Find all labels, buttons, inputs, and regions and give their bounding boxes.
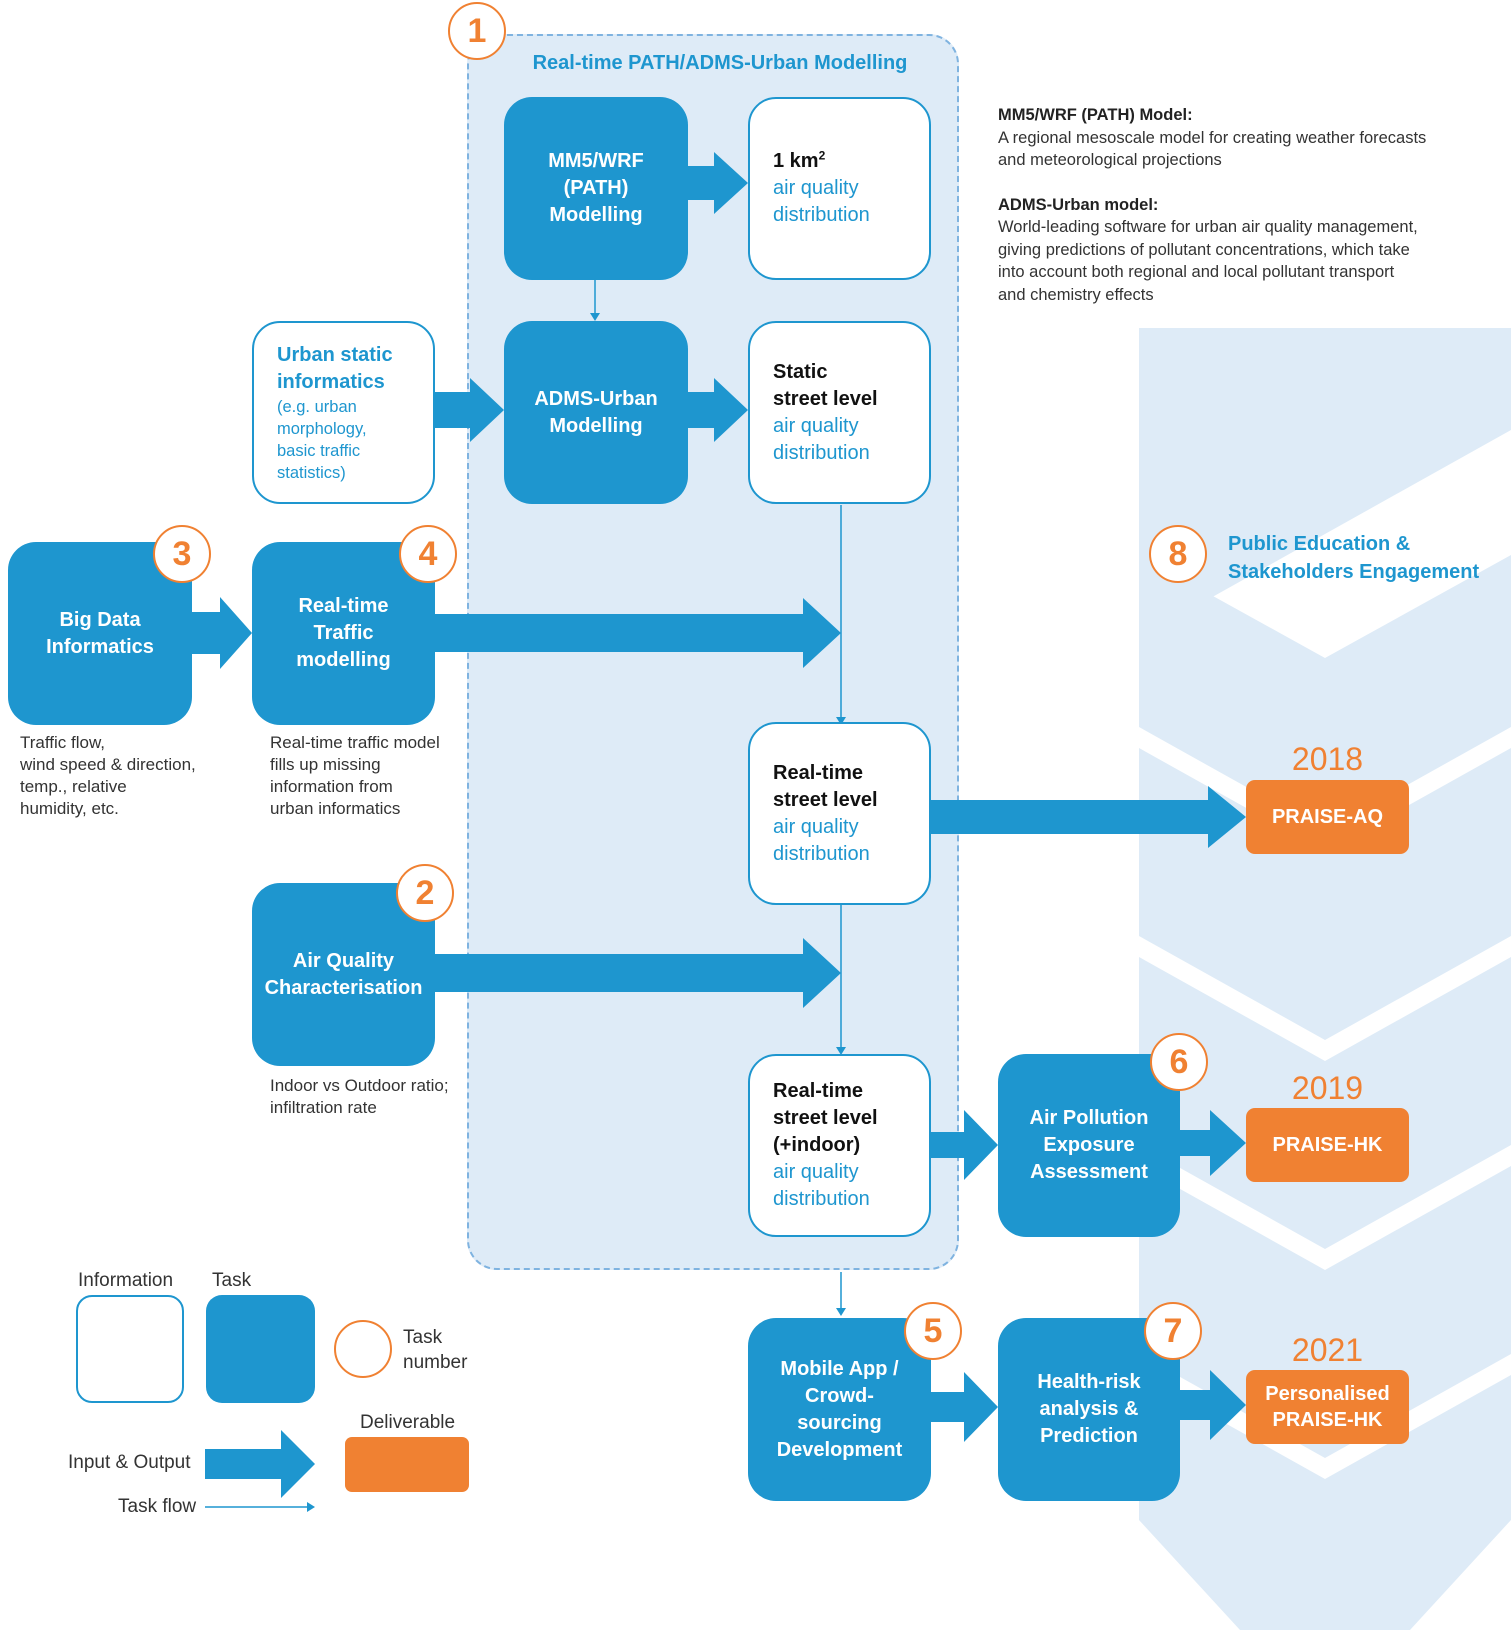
legend-task-box <box>206 1295 315 1403</box>
task-mm5-modelling: MM5/WRF (PATH) Modelling <box>504 97 688 280</box>
info-real-time-street-indoor: Real-time street level (+indoor) air qua… <box>748 1054 931 1237</box>
task-adms-urban-modelling: ADMS-Urban Modelling <box>504 321 688 504</box>
badge-task-6: 6 <box>1150 1033 1208 1091</box>
arrow-bigdata-to-traffic <box>192 597 252 669</box>
legend-task-number-label: Task number <box>403 1327 468 1373</box>
badge-task-7: 7 <box>1144 1302 1202 1360</box>
year-2018: 2018 <box>1291 741 1364 777</box>
year-2019: 2019 <box>1291 1070 1364 1106</box>
arrow-mobile-to-health <box>931 1372 998 1442</box>
arrow-exposure-to-praise-hk <box>1180 1110 1246 1176</box>
info-urban-static-informatics: Urban static informatics (e.g. urban mor… <box>252 321 435 504</box>
info-1km-air-quality: 1 km2 air quality distribution <box>748 97 931 280</box>
arrow-aqchar-to-street <box>435 938 841 1008</box>
legend-deliverable-box <box>345 1437 469 1492</box>
info-static-street-level: Static street level air quality distribu… <box>748 321 931 504</box>
note-traffic-model: Real-time traffic model fills up missing… <box>270 733 440 818</box>
deliverable-praise-hk: PRAISE-HK <box>1246 1108 1409 1182</box>
arrow-indoor-to-exposure <box>931 1110 998 1180</box>
legend-information-label: Information <box>78 1270 174 1291</box>
legend-input-output-label: Input & Output <box>68 1452 191 1473</box>
note-aq-characterisation: Indoor vs Outdoor ratio; infiltration ra… <box>270 1076 449 1117</box>
note-big-data: Traffic flow, wind speed & direction, te… <box>20 733 196 818</box>
legend-io-arrow <box>205 1430 315 1498</box>
year-2021: 2021 <box>1291 1332 1364 1368</box>
public-education-label: Public Education & Stakeholders Engageme… <box>1228 533 1480 583</box>
arrow-traffic-to-street <box>435 598 841 668</box>
task-air-pollution-exposure-assessment: Air Pollution Exposure Assessment <box>998 1054 1180 1237</box>
arrow-mm5-to-km <box>688 152 748 214</box>
legend-deliverable-label: Deliverable <box>360 1412 456 1433</box>
arrow-street-to-praise-aq <box>931 786 1246 848</box>
task-mobile-app-development: Mobile App / Crowd- sourcing Development <box>748 1318 931 1501</box>
task-real-time-traffic-modelling: Real-time Traffic modelling <box>252 542 435 725</box>
deliverable-personalised-praise-hk: Personalised PRAISE-HK <box>1246 1370 1409 1444</box>
badge-task-1: 1 <box>448 2 506 60</box>
badge-task-2: 2 <box>396 864 454 922</box>
badge-task-4: 4 <box>399 525 457 583</box>
arrow-health-to-personalised <box>1180 1370 1246 1440</box>
legend-information-box <box>76 1295 184 1403</box>
badge-task-3: 3 <box>153 525 211 583</box>
panel-title: Real-time PATH/ADMS-Urban Modelling <box>532 52 908 74</box>
info-real-time-street-level: Real-time street level air quality distr… <box>748 722 931 905</box>
arrow-urban-to-adms <box>435 378 504 442</box>
badge-task-5: 5 <box>904 1302 962 1360</box>
legend-task-number-circle <box>334 1320 392 1378</box>
legend-task-flow-label: Task flow <box>118 1496 197 1517</box>
legend-task-label: Task <box>212 1270 252 1291</box>
model-descriptions: MM5/WRF (PATH) Model: A regional mesosca… <box>998 106 1427 304</box>
arrow-adms-to-static <box>688 378 748 442</box>
deliverable-praise-aq: PRAISE-AQ <box>1246 780 1409 854</box>
badge-task-8: 8 <box>1149 525 1207 583</box>
